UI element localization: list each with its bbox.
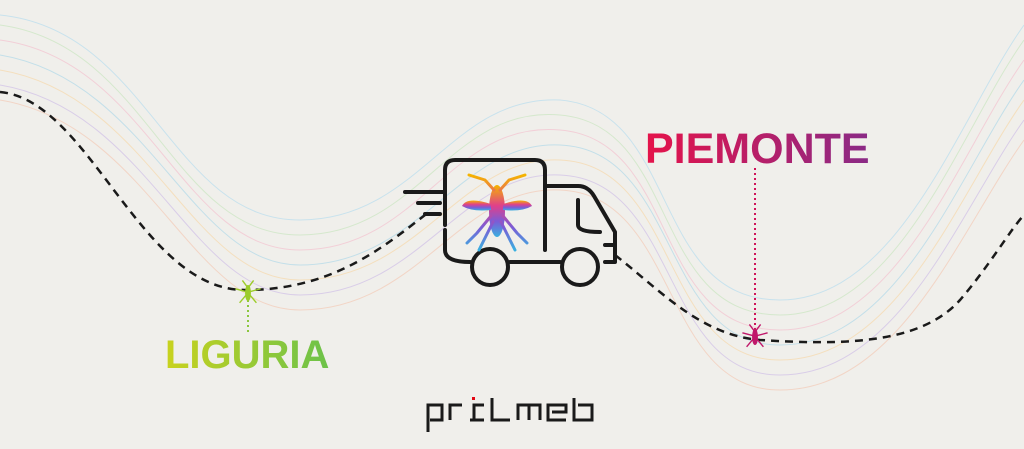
piemonte-marker: PIEMONTE [645,125,870,348]
liguria-marker: LIGURIA [165,279,329,377]
delivery-truck-icon [403,158,617,287]
mosquito-icon [235,279,261,304]
wave-bands [0,14,1024,391]
mosquito-icon [462,173,532,252]
mosquito-icon [742,323,768,348]
logo-text: primed [0,0,3,1]
dashed-route [0,90,1024,344]
piemonte-label: PIEMONTE [645,125,870,173]
primed-logo [426,397,594,432]
liguria-label: LIGURIA [165,333,329,377]
